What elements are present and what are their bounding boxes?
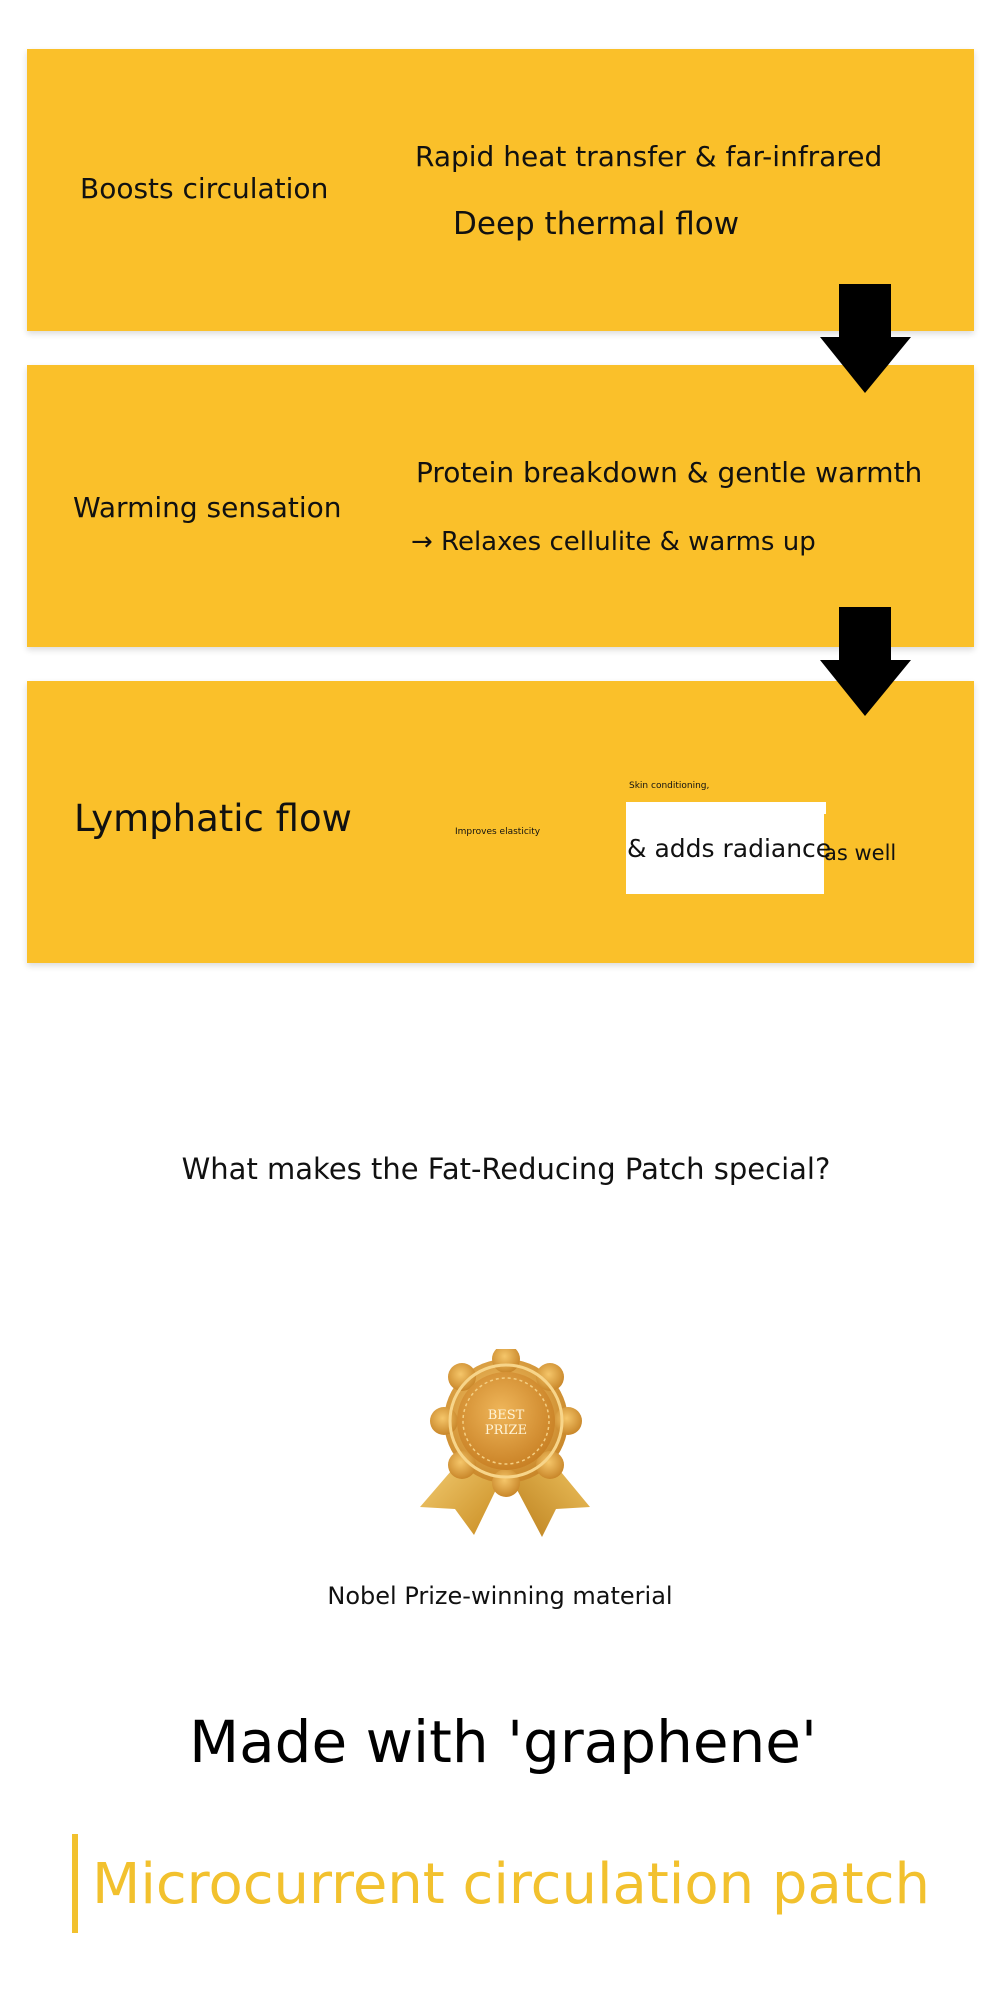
- panel-3-small-left: Improves elasticity: [455, 827, 541, 837]
- down-arrow-icon: [820, 284, 911, 393]
- award-caption: Nobel Prize-winning material: [327, 1582, 673, 1610]
- subheadline: Microcurrent circulation patch: [92, 1852, 931, 1917]
- feature-panel-3: Lymphatic flow Improves elasticity Skin …: [27, 681, 974, 963]
- panel-3-boxed-text: & adds radiance: [627, 834, 832, 863]
- down-arrow-icon: [820, 607, 911, 716]
- panel-3-highlight-box: [626, 802, 824, 894]
- panel-1-line-1: Rapid heat transfer & far-infrared: [415, 140, 883, 173]
- award-badge-line-2: PRIZE: [485, 1423, 527, 1438]
- feature-panel-2: Warming sensation Protein breakdown & ge…: [27, 365, 974, 647]
- panel-1-left-label: Boosts circulation: [80, 172, 329, 205]
- panel-3-small-top: Skin conditioning,: [629, 781, 710, 791]
- panel-2-line-2: → Relaxes cellulite & warms up: [411, 527, 816, 557]
- award-medal-icon: BEST PRIZE: [420, 1349, 590, 1537]
- panel-1-line-2: Deep thermal flow: [453, 206, 740, 242]
- headline: Made with 'graphene': [189, 1708, 817, 1776]
- award-badge-line-1: BEST: [488, 1408, 525, 1423]
- panel-2-left-label: Warming sensation: [73, 491, 342, 524]
- panel-3-highlight-tab: [824, 802, 826, 814]
- section-question: What makes the Fat-Reducing Patch specia…: [181, 1152, 831, 1186]
- panel-3-left-label: Lymphatic flow: [74, 797, 352, 840]
- accent-bar: [72, 1834, 78, 1933]
- panel-3-tail-text: as well: [824, 841, 897, 865]
- panel-2-line-1: Protein breakdown & gentle warmth: [416, 456, 923, 489]
- feature-panel-1: Boosts circulation Rapid heat transfer &…: [27, 49, 974, 331]
